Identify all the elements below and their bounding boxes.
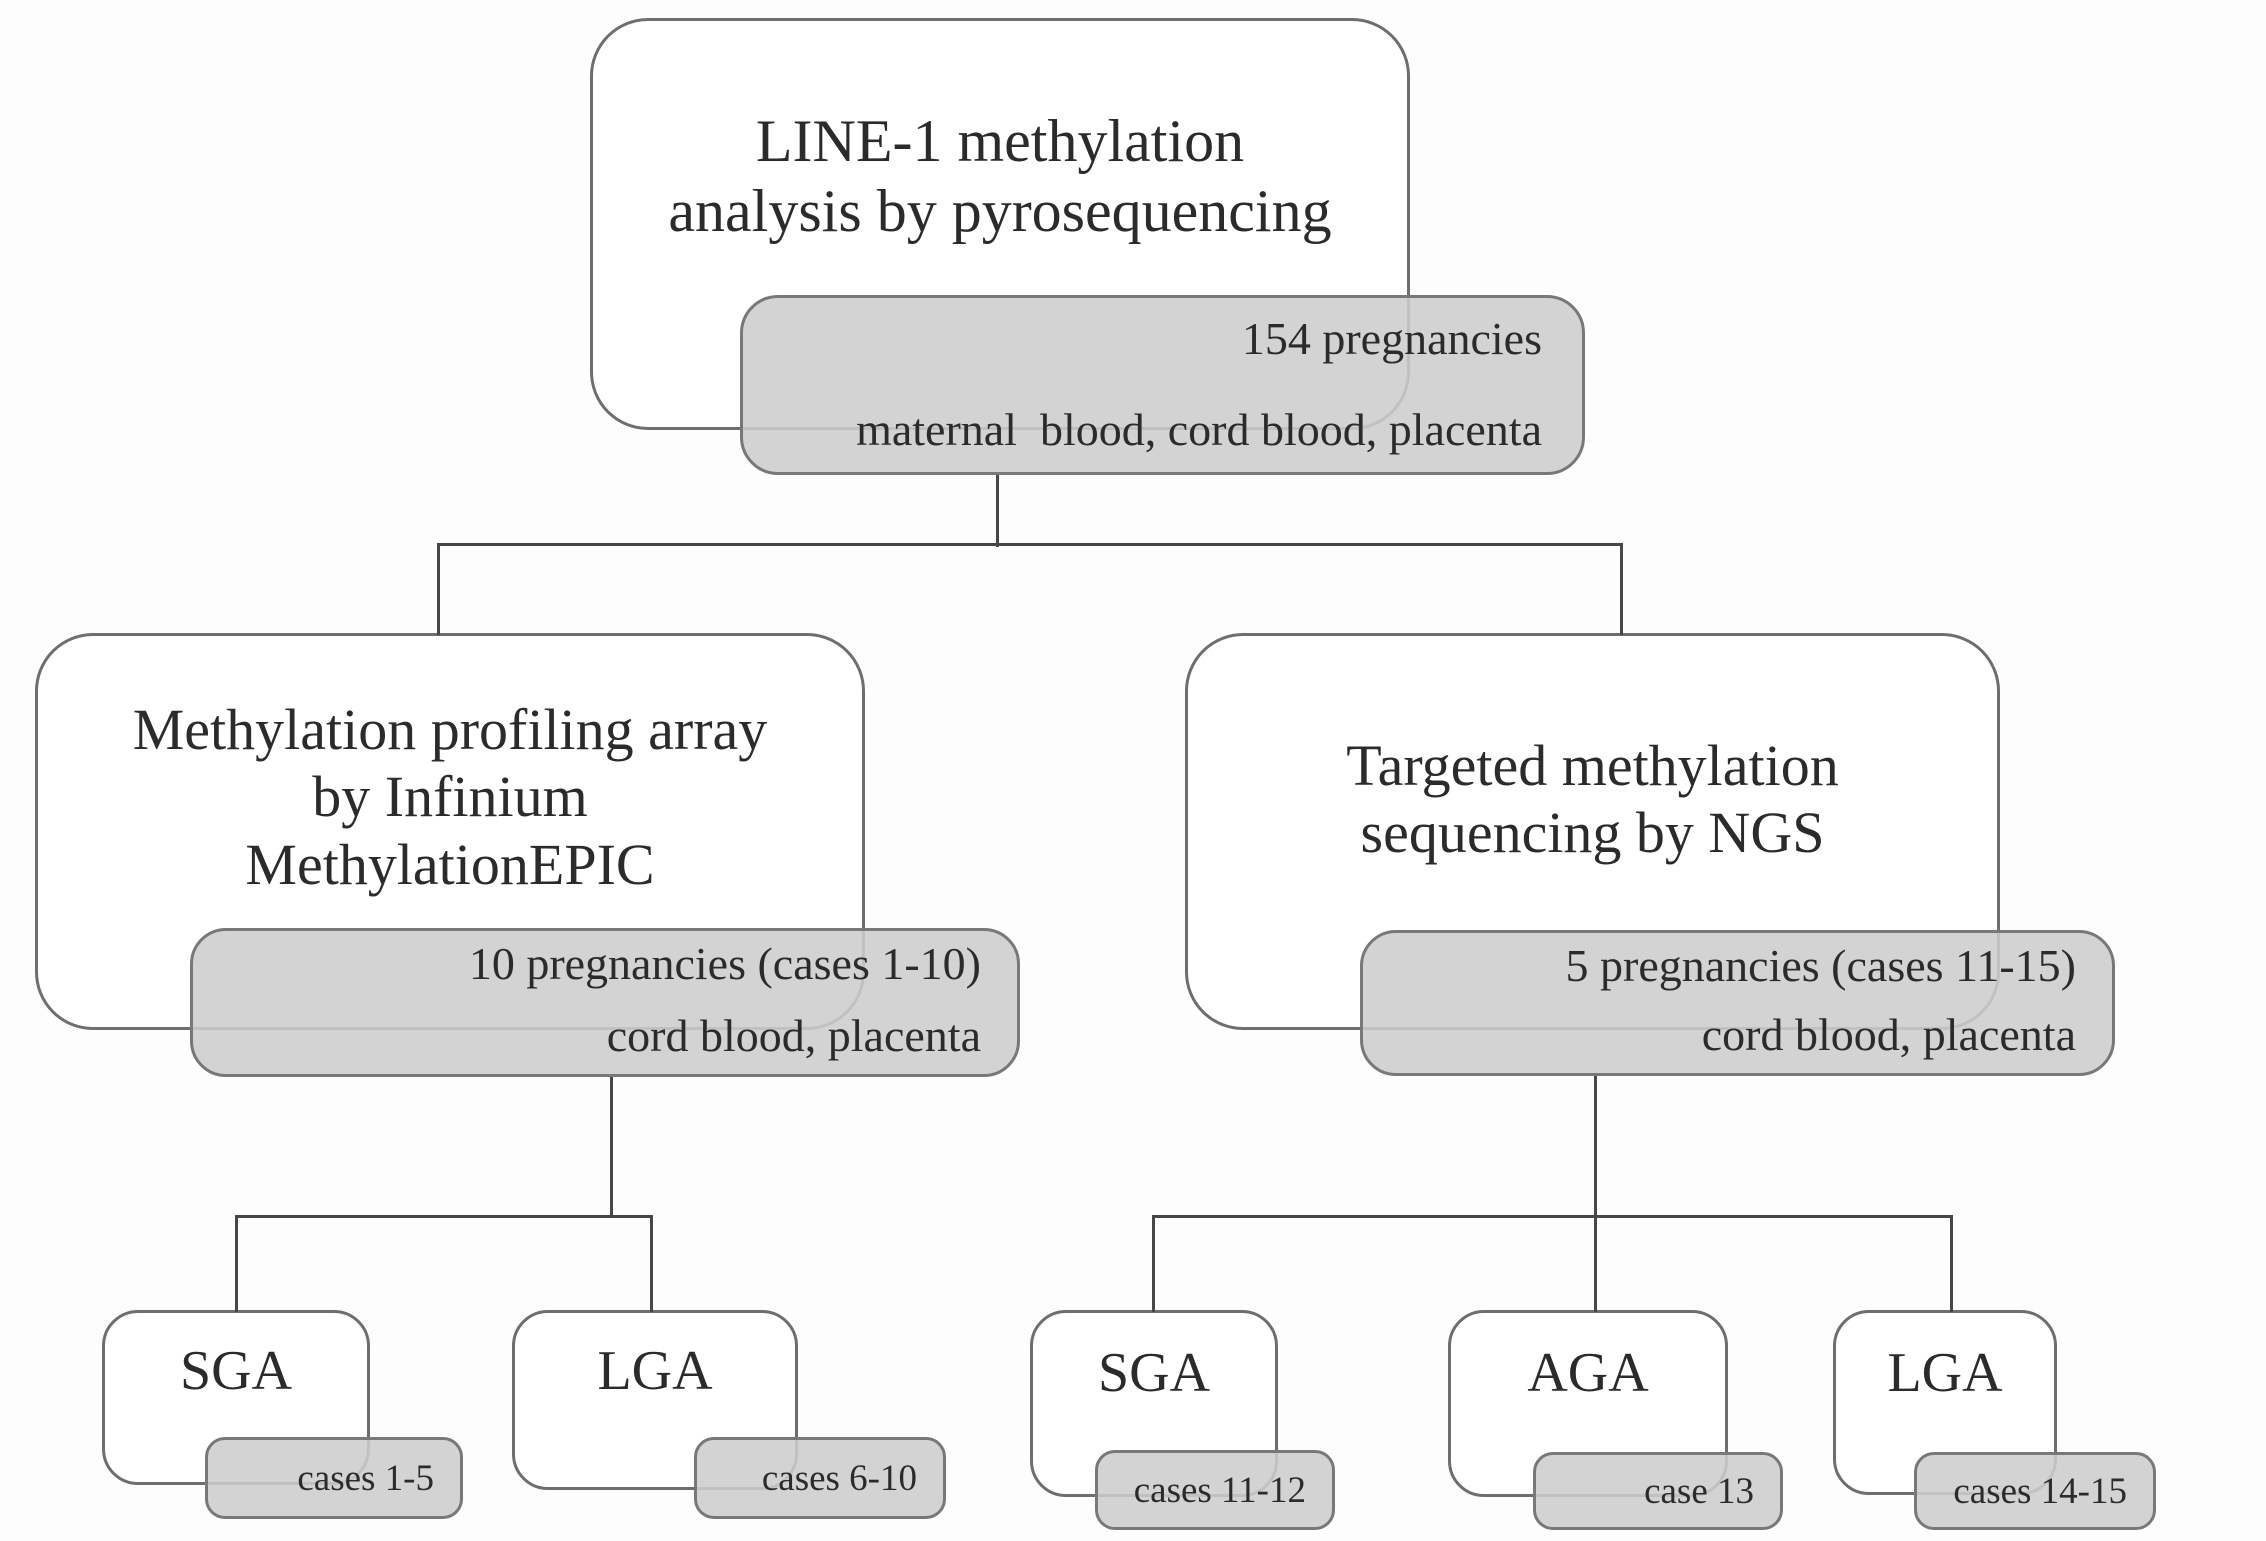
connector-drop-ngs bbox=[1620, 543, 1623, 635]
outcome-box-array-lga: LGA bbox=[512, 1310, 798, 1490]
case-label-array-sga: cases 1-5 bbox=[297, 1457, 434, 1499]
branch-ngs-title-line2: sequencing by NGS bbox=[1360, 800, 1825, 866]
connector-drop-ngs-aga bbox=[1594, 1215, 1597, 1312]
branch-array-title: Methylation profiling array by Infinium … bbox=[38, 636, 862, 898]
connector-array-trunk bbox=[610, 1074, 613, 1217]
outcome-label-array-sga: SGA bbox=[179, 1340, 293, 1402]
case-box-ngs-aga: case 13 bbox=[1533, 1452, 1783, 1530]
case-box-ngs-lga: cases 14-15 bbox=[1914, 1452, 2156, 1530]
connector-drop-array-sga bbox=[235, 1215, 238, 1312]
case-label-ngs-lga: cases 14-15 bbox=[1953, 1470, 2127, 1512]
root-sample-tissues: maternal blood, cord blood, placenta bbox=[856, 404, 1542, 455]
connector-drop-ngs-sga bbox=[1152, 1215, 1155, 1312]
ngs-sample-tissues: cord blood, placenta bbox=[1701, 1009, 2076, 1060]
branch-ngs-title: Targeted methylation sequencing by NGS bbox=[1188, 636, 1997, 867]
root-sample-count: 154 pregnancies bbox=[1241, 313, 1542, 364]
branch-array-title-line2: by Infinium bbox=[312, 764, 588, 830]
root-title: LINE-1 methylation analysis by pyroseque… bbox=[593, 21, 1407, 246]
case-label-ngs-aga: case 13 bbox=[1644, 1470, 1754, 1512]
branch-array-title-line1: Methylation profiling array bbox=[132, 697, 768, 762]
case-label-array-lga: cases 6-10 bbox=[761, 1457, 917, 1499]
outcome-label-ngs-aga: AGA bbox=[1527, 1342, 1649, 1404]
ngs-sample-count: 5 pregnancies (cases 11-15) bbox=[1565, 940, 2076, 991]
connector-drop-ngs-lga bbox=[1950, 1215, 1953, 1312]
connector-drop-array bbox=[437, 543, 440, 635]
connector-array-split bbox=[235, 1215, 653, 1218]
connector-ngs-split bbox=[1152, 1215, 1953, 1218]
branch-array-title-line3: MethylationEPIC bbox=[245, 831, 655, 897]
connector-level1-split bbox=[437, 543, 1623, 546]
connector-root-trunk bbox=[996, 473, 999, 547]
case-box-array-lga: cases 6-10 bbox=[694, 1437, 946, 1519]
branch-ngs-title-line1: Targeted methylation bbox=[1346, 733, 1839, 798]
outcome-label-ngs-sga: SGA bbox=[1097, 1342, 1211, 1404]
array-sample-box: 10 pregnancies (cases 1-10) cord blood, … bbox=[190, 928, 1020, 1077]
ngs-sample-box: 5 pregnancies (cases 11-15) cord blood, … bbox=[1360, 930, 2115, 1076]
case-box-array-sga: cases 1-5 bbox=[205, 1437, 463, 1519]
array-sample-tissues: cord blood, placenta bbox=[606, 1010, 981, 1061]
case-box-ngs-sga: cases 11-12 bbox=[1095, 1450, 1335, 1530]
root-sample-box: 154 pregnancies maternal blood, cord blo… bbox=[740, 295, 1585, 475]
outcome-label-array-lga: LGA bbox=[597, 1340, 713, 1402]
connector-drop-array-lga bbox=[650, 1215, 653, 1312]
connector-ngs-trunk bbox=[1594, 1074, 1597, 1217]
root-title-line2: analysis by pyrosequencing bbox=[668, 177, 1332, 244]
array-sample-count: 10 pregnancies (cases 1-10) bbox=[468, 938, 981, 989]
outcome-label-ngs-lga: LGA bbox=[1887, 1342, 2003, 1404]
case-label-ngs-sga: cases 11-12 bbox=[1133, 1469, 1306, 1511]
root-title-line1: LINE-1 methylation bbox=[755, 108, 1245, 174]
